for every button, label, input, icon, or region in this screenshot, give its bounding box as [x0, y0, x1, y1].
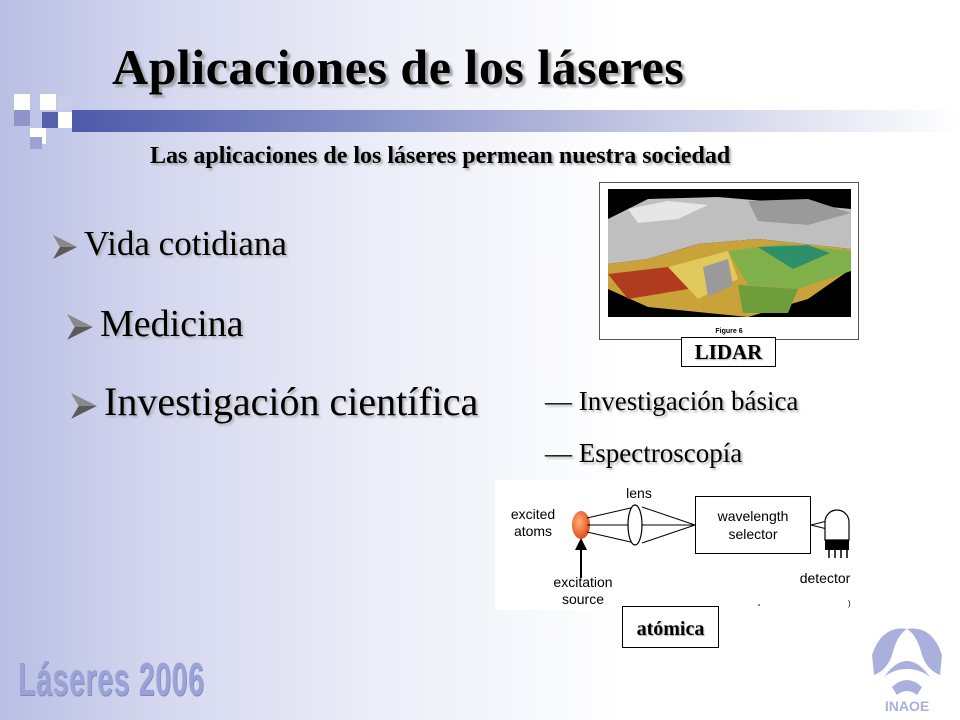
arrow-bullet-icon — [71, 393, 97, 419]
decor-square — [42, 112, 58, 128]
dash: — — [545, 386, 572, 416]
bullet-investigacion-cientifica: Investigación científica — [68, 378, 478, 425]
decor-square — [14, 110, 30, 126]
laseres-2006-logo: Láseres 2006 — [18, 653, 205, 705]
lidar-image: Figure 6 — [599, 182, 859, 340]
subtitle: Las aplicaciones de los láseres permean … — [150, 143, 731, 169]
lidar-terrain-render — [608, 189, 851, 317]
diagram-drawing: ) — [572, 504, 851, 608]
figure-caption: Figure 6 — [715, 328, 743, 335]
detector-icon — [824, 509, 850, 541]
decor-square — [30, 137, 42, 149]
bullet-label: Investigación científica — [104, 379, 479, 424]
sub-bullet-label: Espectroscopía — [578, 438, 743, 468]
arrow-bullet-icon — [67, 314, 93, 341]
sub-bullet-espectroscopia: — Espectroscopía — [545, 438, 742, 469]
sub-bullet-investigacion-basica: — Investigación básica — [545, 386, 798, 417]
excited-atoms-icon — [572, 511, 590, 539]
svg-text:): ) — [848, 599, 851, 608]
lens-label: lens — [626, 485, 652, 501]
atomica-label: atómica — [622, 606, 719, 648]
detector-label: detector — [799, 570, 851, 586]
decor-square — [58, 96, 72, 110]
bullet-vida-cotidiana: Vida cotidiana — [50, 224, 287, 264]
lidar-label: LIDAR — [681, 337, 776, 367]
bullet-medicina: Medicina — [64, 302, 244, 346]
sub-bullet-label: Investigación básica — [578, 386, 799, 416]
inaoe-logo-icon: INAOE — [872, 628, 942, 714]
title-underline-bar — [72, 110, 960, 132]
bullet-label: Vida cotidiana — [84, 224, 287, 263]
dash: — — [545, 438, 572, 468]
bullet-label: Medicina — [100, 303, 244, 345]
decor-square — [14, 94, 30, 110]
inaoe-text: INAOE — [885, 698, 929, 714]
lens-icon — [627, 504, 643, 546]
page-title: Aplicaciones de los láseres — [112, 39, 685, 95]
decor-square — [58, 112, 74, 128]
decor-square — [40, 94, 56, 110]
arrow-bullet-icon — [53, 234, 77, 259]
